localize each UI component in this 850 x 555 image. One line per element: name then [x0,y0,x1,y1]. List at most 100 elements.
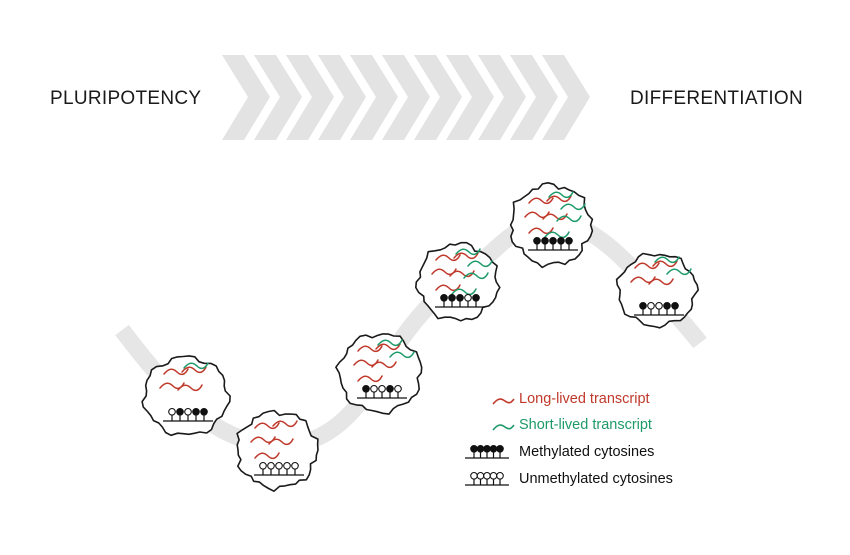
cell-outline [236,409,319,492]
unmethylated-cytosine [378,384,386,393]
unmethylated-cytosine [489,471,498,480]
methylated-cytosine [448,293,456,302]
unmethylated-cytosine [283,461,291,470]
legend-item-unmethylated: Unmethylated cytosines [465,471,673,487]
long-transcript [254,452,280,460]
methylated-cytosine [557,236,565,245]
chevron-shape [414,55,462,140]
long-transcript-icon [492,398,515,405]
unmethylated-cytosine [267,461,275,470]
cell-outline [141,355,231,437]
legend-item-short: Short-lived transcript [492,417,652,433]
chevron-shape [446,55,494,140]
long-transcript [254,422,280,430]
long-transcript [357,345,383,353]
methylated-cytosine [549,236,557,245]
unmethylated-cytosine [168,407,176,416]
long-transcript [375,343,401,351]
unmethylated-cytosine [464,293,472,302]
unmethylated-cytosine [259,461,267,470]
chevron-shape [286,55,334,140]
long-transcript [453,252,479,260]
methylated-cytosine [496,444,504,453]
short-transcript [389,351,415,359]
methylated-cytosine [470,444,478,453]
methylated-cytosine [541,236,549,245]
long-transcript [163,368,189,376]
long-transcript [449,270,475,278]
unmethylated-cytosine [394,384,402,393]
unmethylated-cytosine [275,461,283,470]
cell-stages [141,182,699,492]
chevron-shape [542,55,590,140]
cell-stage-6 [615,252,699,329]
legend-item-long: Long-lived transcript [492,391,650,407]
cell-outline [335,333,423,415]
cell-stage-3 [335,333,423,415]
cell-outline [615,252,699,329]
chevron-shape [222,55,270,140]
methylated-cytosine [489,444,498,453]
long-transcript [528,197,554,205]
methylated-cytosine [440,293,448,302]
cell-stage-1 [141,355,231,437]
methylated-cytosines-icon [465,444,509,459]
chevron-shape [478,55,526,140]
long-transcript [634,262,660,270]
cell-stage-5 [509,182,594,269]
long-transcript [542,213,568,221]
unmethylated-cytosine [655,301,663,310]
methylated-cytosine [176,407,184,416]
short-transcript [183,362,209,370]
short-transcript [556,215,582,223]
short-transcript [560,203,586,211]
legend: Long-lived transcript Short-lived transc… [465,391,673,487]
long-transcript [435,254,461,262]
short-transcript [544,231,570,239]
short-transcript [548,191,574,199]
methylated-cytosine [192,407,200,416]
methylated-cytosine [386,384,394,393]
long-transcript [268,438,294,446]
legend-label-unmethylated: Unmethylated cytosines [519,471,673,487]
legend-label-short: Short-lived transcript [519,417,652,433]
long-transcript [648,278,674,286]
methylated-cytosine [639,301,647,310]
cell-outline [509,182,594,269]
short-transcript [467,260,493,268]
unmethylated-cytosine [291,461,299,470]
legend-item-methylated: Methylated cytosines [465,444,654,460]
methylated-cytosine [476,444,485,453]
legend-label-methylated: Methylated cytosines [519,444,654,460]
methylated-cytosine [362,384,370,393]
chevron-shape [318,55,366,140]
unmethylated-cytosine [496,471,504,480]
unmethylated-cytosines-icon [465,471,509,486]
chevron-shape [510,55,558,140]
long-transcript [546,195,572,203]
methylated-cytosine [200,407,208,416]
long-transcript [177,384,203,392]
short-transcript [451,288,477,296]
pluripotency-label: PLURIPOTENCY [50,88,202,109]
short-transcript [455,248,481,256]
long-transcript [181,366,207,374]
short-transcript-icon [492,424,515,431]
short-transcript [377,339,403,347]
long-transcript [357,375,383,383]
chevron-shape [254,55,302,140]
differentiation-label: DIFFERENTIATION [630,88,804,109]
unmethylated-cytosine [647,301,655,310]
chevron-shape [382,55,430,140]
unmethylated-cytosine [184,407,192,416]
long-transcript [272,420,298,428]
cell-stage-4 [415,241,501,322]
unmethylated-cytosine [476,471,485,480]
cell-stage-2 [236,409,319,492]
short-transcript [463,272,489,280]
methylated-cytosine [472,293,480,302]
methylated-cytosine [565,236,573,245]
legend-label-long: Long-lived transcript [519,391,650,407]
methylated-cytosine [671,301,679,310]
